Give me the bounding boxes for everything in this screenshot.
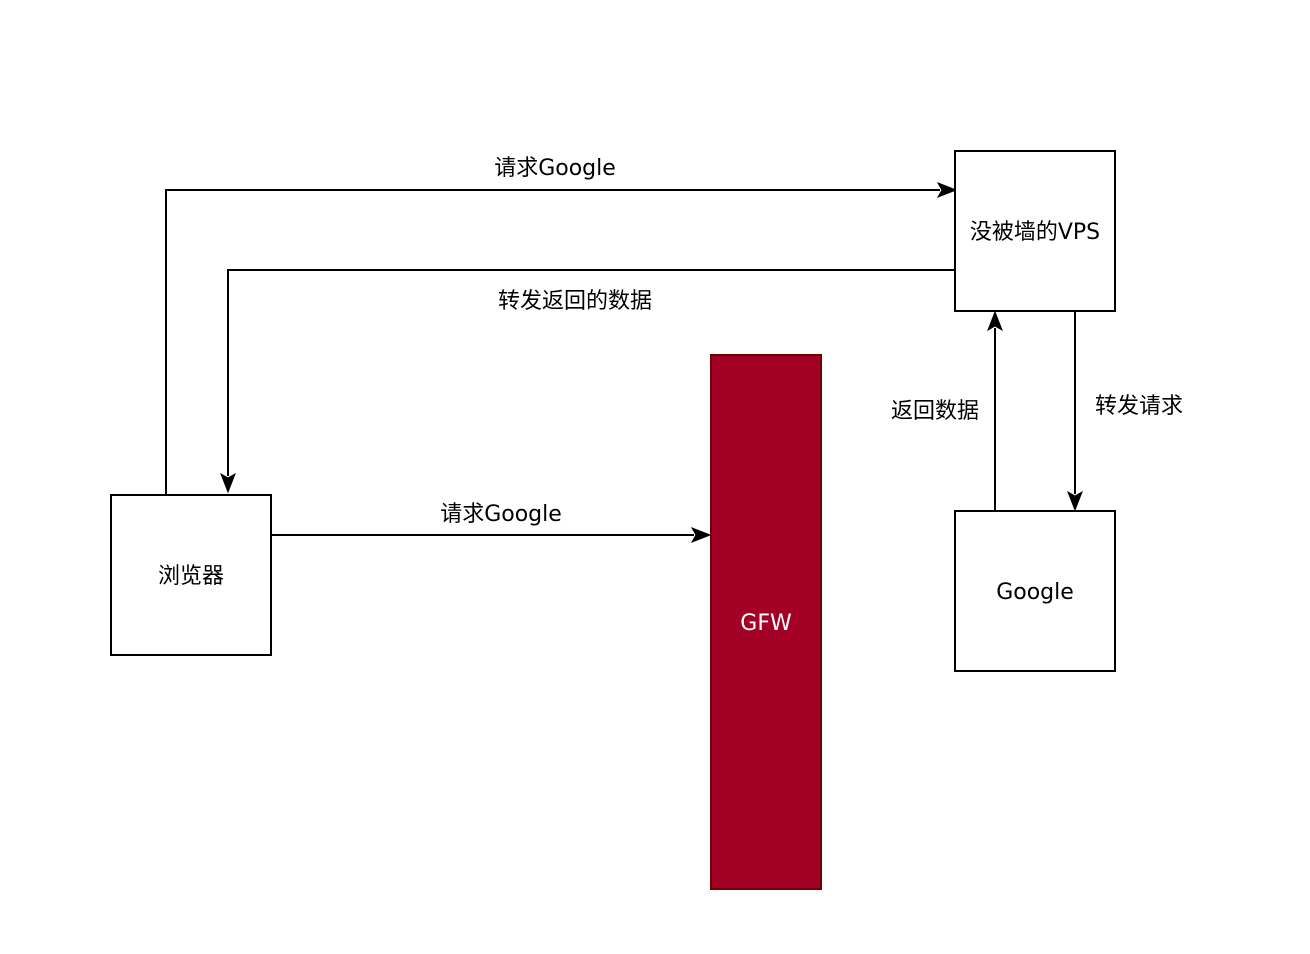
edge-browser-to-gfw [271, 527, 712, 543]
edge-label-browser-to-gfw: 请求Google [440, 502, 562, 527]
node-gfw-label: GFW [740, 611, 792, 636]
node-browser-label: 浏览器 [158, 564, 224, 589]
node-gfw: GFW [710, 354, 822, 890]
edge-label-google-to-vps: 返回数据 [891, 399, 979, 424]
edge-label-vps-to-browser: 转发返回的数据 [498, 289, 652, 314]
edge-label-vps-to-google: 转发请求 [1095, 394, 1183, 419]
node-vps: 没被墙的VPS [954, 150, 1116, 312]
node-browser: 浏览器 [110, 494, 272, 656]
edge-label-browser-to-vps: 请求Google [494, 156, 616, 181]
edge-browser-to-vps [165, 182, 958, 494]
node-google: Google [954, 510, 1116, 672]
node-google-label: Google [996, 580, 1074, 605]
edge-google-to-vps [987, 310, 1003, 511]
edge-vps-to-google [1067, 311, 1083, 512]
node-vps-label: 没被墙的VPS [970, 220, 1100, 245]
edge-vps-to-browser [220, 269, 955, 494]
